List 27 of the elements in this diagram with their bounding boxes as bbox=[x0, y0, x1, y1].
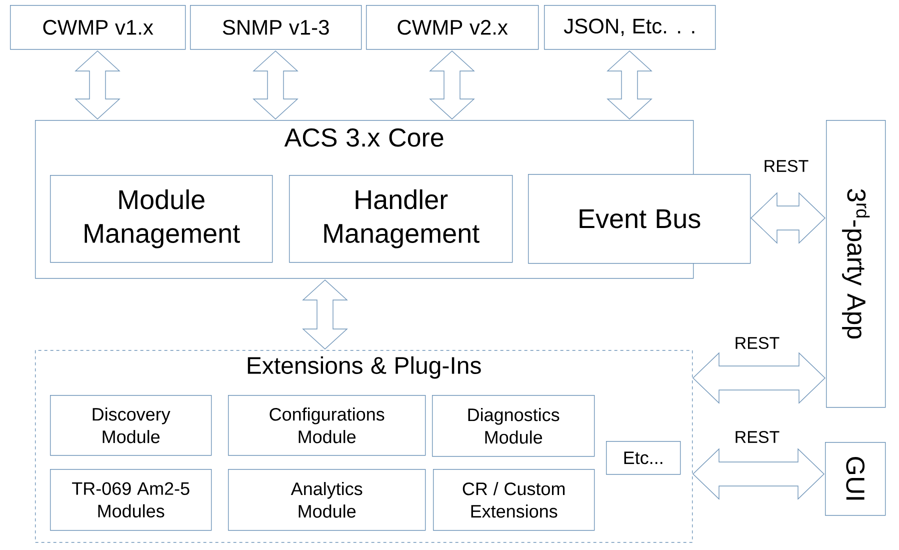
module-box: Discovery Module bbox=[50, 395, 212, 456]
double-arrow bbox=[606, 50, 652, 120]
double-arrow bbox=[692, 448, 825, 500]
app-box: 3$^{rd}$-party App bbox=[826, 120, 886, 408]
double-arrow bbox=[692, 352, 826, 404]
module-box: Handler Management bbox=[289, 175, 513, 263]
double-arrow bbox=[252, 50, 298, 120]
protocol-box: SNMP v1-3 bbox=[190, 5, 362, 50]
module-box: Analytics Module bbox=[228, 469, 426, 531]
module-box: Event Bus bbox=[528, 174, 751, 264]
double-arrow bbox=[74, 50, 120, 120]
app-box: GUI bbox=[825, 442, 886, 516]
edge-label: REST bbox=[733, 336, 781, 350]
protocol-box: JSON, Etc. . . bbox=[544, 5, 716, 50]
double-arrow bbox=[302, 280, 348, 350]
edge-label: REST bbox=[733, 430, 781, 444]
double-arrow bbox=[429, 50, 475, 120]
module-box: CR / Custom Extensions bbox=[433, 469, 595, 531]
edge-label: REST bbox=[762, 158, 810, 174]
double-arrow bbox=[750, 192, 826, 244]
module-box: Diagnostics Module bbox=[432, 395, 595, 457]
module-box: TR-069 Am2-5 Modules bbox=[50, 469, 212, 531]
protocol-box: CWMP v1.x bbox=[10, 5, 186, 50]
module-box: Configurations Module bbox=[228, 395, 426, 456]
protocol-box: CWMP v2.x bbox=[366, 5, 539, 50]
module-box: Module Management bbox=[50, 175, 273, 263]
module-box: Etc... bbox=[606, 441, 681, 475]
